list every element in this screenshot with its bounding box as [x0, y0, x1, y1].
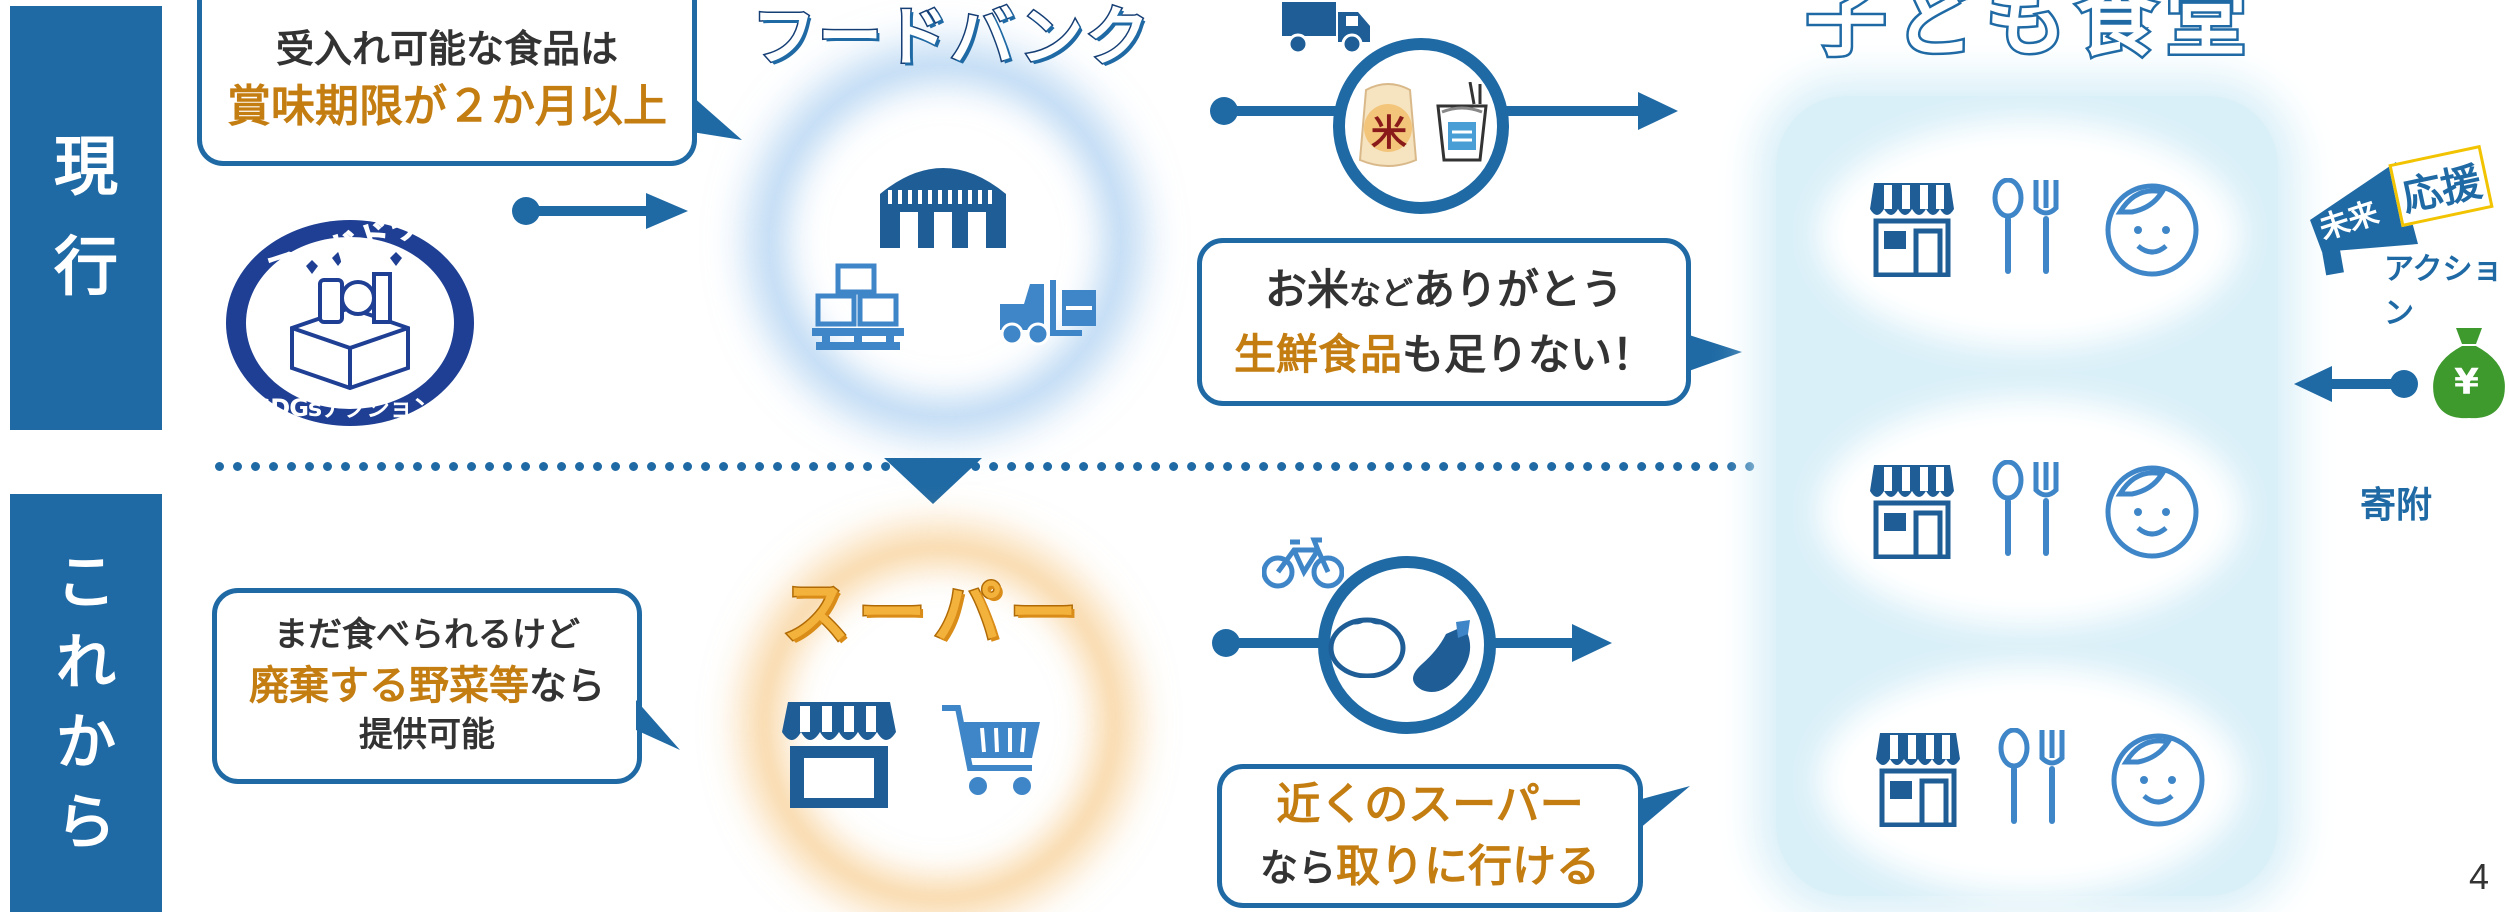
bubble-vegetables-line3: 提供可能 — [359, 715, 495, 755]
bubble-rice-thanks-tail — [1686, 334, 1742, 372]
bicycle-icon — [1262, 537, 1344, 589]
megaphone-icon — [2310, 162, 2418, 276]
kodomo-inner-2 — [1844, 424, 2216, 600]
label-current-char-1: 現 — [54, 131, 118, 205]
bubble-vegetables-tail — [636, 700, 680, 750]
bubble-rice-thanks-rice: お米 — [1264, 264, 1349, 314]
store-icon — [782, 702, 896, 808]
kodomo-icons-row-3 — [1876, 728, 2208, 828]
spoon-fork-icon — [1992, 178, 2059, 274]
child-face-icon — [2105, 183, 2199, 277]
eggplant-icon — [1413, 620, 1471, 692]
down-triangle — [884, 458, 982, 504]
bubble-acceptable-food-tail — [692, 96, 742, 140]
rice-char: 米 — [1371, 113, 1408, 154]
food-drive-logo — [226, 220, 474, 426]
bubble-nearby-super-pickup: 取りに行ける — [1336, 841, 1600, 892]
yen-symbol: ¥ — [2454, 362, 2480, 403]
bubble-rice-thanks-lacking: も足りない！ — [1402, 330, 1655, 379]
forklift-icon — [1000, 280, 1096, 346]
label-current: 現 行 — [10, 6, 162, 430]
tomato-icon — [1328, 617, 1406, 678]
foodbank-title: フードバンク — [750, 0, 1152, 77]
kodomo-icons-row-2 — [1870, 460, 2202, 560]
shopping-cart-icon — [942, 705, 1040, 795]
warehouse-icon — [880, 168, 1006, 248]
bubble-vegetables-line1: まだ食べられるけど — [274, 615, 580, 656]
bubble-nearby-super-line1: 近くのスーパー — [1276, 779, 1584, 831]
truck-icon — [1282, 2, 1370, 54]
bubble-vegetables-nara: なら — [528, 664, 605, 708]
spoon-fork-icon — [1992, 460, 2059, 556]
donation-label: 寄附 — [2360, 485, 2433, 526]
bubble-rice-thanks-arigatou: ありがとう — [1413, 264, 1624, 314]
label-future: こ れ か ら — [10, 494, 162, 912]
rice-bag-icon — [1358, 83, 1418, 167]
divider-dotted — [215, 462, 1755, 471]
kodomo-title: 子ども食堂 — [1804, 0, 2256, 70]
bubble-rice-thanks-fresh: 生鮮食品 — [1233, 330, 1402, 379]
spoon-fork-icon — [1998, 728, 2065, 824]
bubble-acceptable-food-line1: 受入れ可能な食品は — [275, 27, 618, 72]
label-future-char-4: ら — [56, 788, 116, 858]
child-face-icon — [2111, 733, 2205, 827]
arrow-to-foodbank — [512, 193, 688, 229]
bubble-vegetables: まだ食べられるけど 廃棄する野菜等なら 提供可能 — [212, 588, 642, 784]
page-number: 4 — [2468, 856, 2489, 897]
child-face-icon — [2105, 465, 2199, 559]
mirai-text-c: アクション — [2384, 252, 2503, 331]
kodomo-icons-row-1 — [1870, 178, 2202, 278]
kodomo-inner-3 — [1844, 692, 2216, 868]
bubble-rice-thanks: お米などありがとう 生鮮食品も足りない！ — [1197, 238, 1691, 406]
bubble-vegetables-line2: 廃棄する野菜等なら — [217, 659, 637, 713]
label-future-char-1: こ — [56, 548, 116, 618]
bubble-acceptable-food-line2: 賞味期限が２か月以上 — [227, 81, 667, 133]
bubble-nearby-super-nara: なら — [1259, 846, 1336, 890]
bubble-acceptable-food: 受入れ可能な食品は 賞味期限が２か月以上 — [197, 0, 697, 166]
cup-noodle-icon — [1436, 82, 1488, 162]
bubble-rice-thanks-line2: 生鮮食品も足りない！ — [1202, 322, 1686, 387]
boxes-pallet-icon — [812, 263, 904, 350]
money-bag-icon — [2433, 328, 2505, 419]
bubble-rice-thanks-nado: など — [1348, 273, 1413, 312]
label-future-char-3: か — [56, 708, 116, 778]
store-icon — [1870, 183, 1954, 277]
food-drive-logo-sdgs: SDGsアクション — [254, 394, 436, 422]
bubble-rice-thanks-line1: お米などありがとう — [1202, 257, 1686, 322]
bubble-vegetables-waste: 廃棄する野菜等 — [248, 663, 529, 709]
label-future-char-2: れ — [56, 628, 116, 698]
bubble-nearby-super-tail — [1638, 786, 1690, 830]
bubble-nearby-super-line2: なら取りに行ける — [1222, 836, 1638, 898]
label-current-char-2: 行 — [54, 231, 118, 305]
store-icon — [1876, 733, 1960, 827]
arrow-donation — [2294, 366, 2418, 402]
store-icon — [1870, 465, 1954, 559]
bubble-nearby-super: 近くのスーパー なら取りに行ける — [1217, 764, 1643, 908]
super-title: スーパー — [780, 574, 1086, 656]
